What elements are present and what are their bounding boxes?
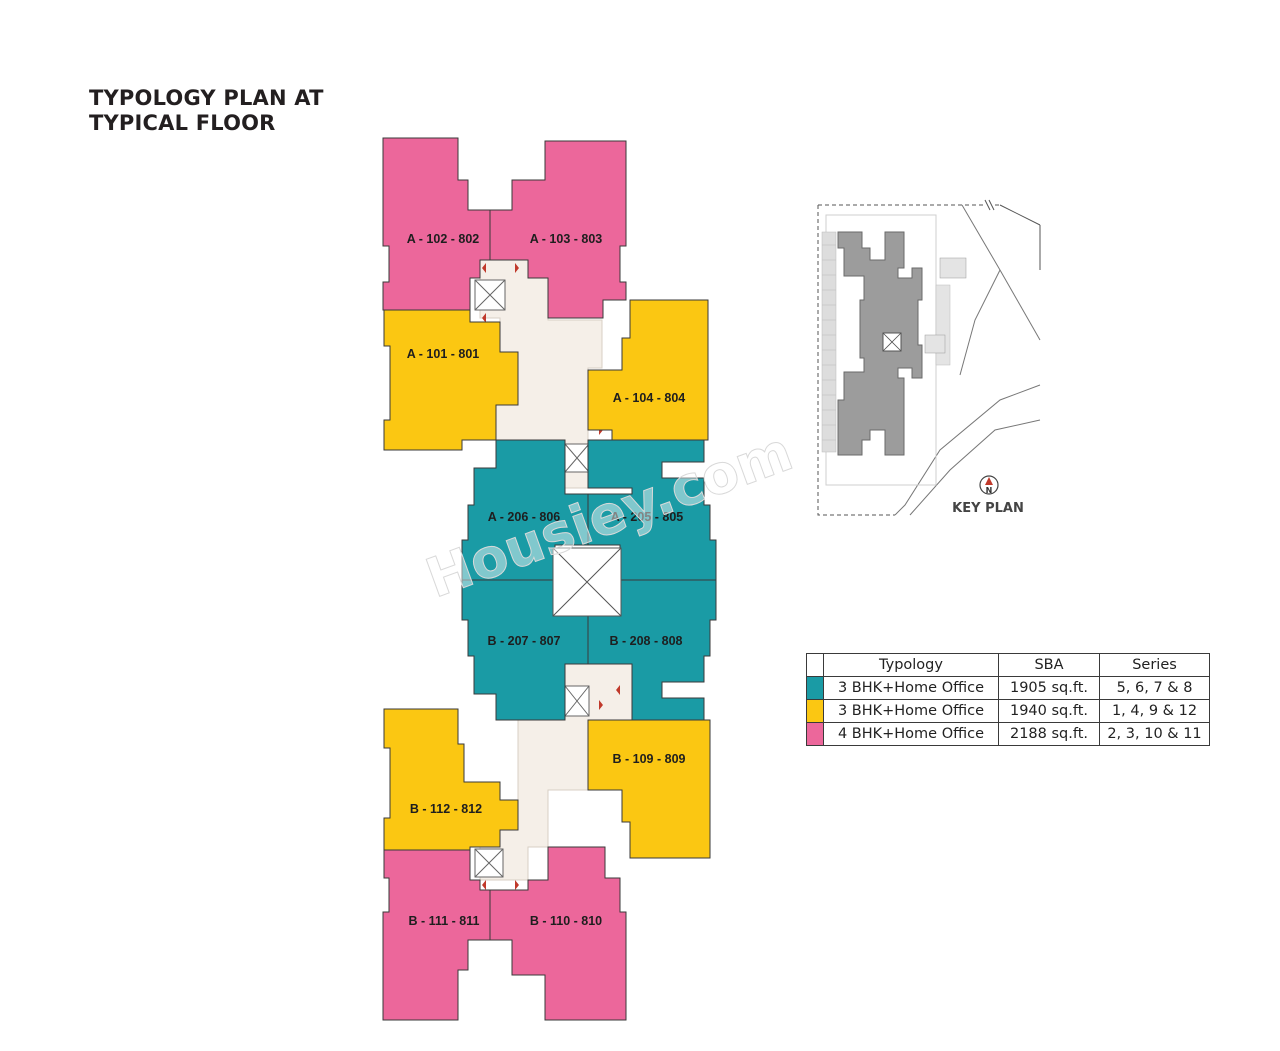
unit-yellow-top-right [587, 299, 709, 441]
legend-typology: 3 BHK+Home Office [823, 699, 999, 723]
unit-teal-a205 [587, 439, 717, 581]
title-line-2: TYPICAL FLOOR [89, 111, 276, 135]
legend-header-series: Series [1099, 653, 1210, 677]
unit-pink-top-left [382, 137, 491, 311]
unit-yellow-bottom-left [383, 708, 519, 851]
unit-label: B - 111 - 811 [409, 914, 480, 928]
lift-core [552, 547, 622, 617]
page-title: TYPOLOGY PLAN AT TYPICAL FLOOR [89, 86, 324, 136]
unit-pink-top-right [489, 140, 627, 319]
unit-label: A - 102 - 802 [407, 232, 480, 246]
legend-sba: 2188 sq.ft. [998, 722, 1100, 746]
legend-series: 5, 6, 7 & 8 [1099, 676, 1210, 700]
legend-swatch-yellow [806, 699, 824, 723]
legend-row: 4 BHK+Home Office 2188 sq.ft. 2, 3, 10 &… [806, 722, 1210, 746]
legend-header-sba: SBA [998, 653, 1100, 677]
key-plan-label: KEY PLAN [952, 501, 1024, 516]
legend-swatch-teal [806, 676, 824, 700]
legend-swatch-pink [806, 722, 824, 746]
north-arrow-icon: N [986, 486, 993, 495]
unit-pink-bottom-right [489, 846, 627, 1021]
legend-row: 3 BHK+Home Office 1940 sq.ft. 1, 4, 9 & … [806, 699, 1210, 723]
unit-label: A - 101 - 801 [407, 347, 480, 361]
unit-label: B - 207 - 807 [488, 634, 561, 648]
unit-label: B - 110 - 810 [530, 914, 602, 928]
unit-label: A - 205 - 805 [611, 510, 684, 524]
unit-label: A - 104 - 804 [613, 391, 686, 405]
legend-series: 2, 3, 10 & 11 [1099, 722, 1210, 746]
legend-series: 1, 4, 9 & 12 [1099, 699, 1210, 723]
unit-pink-bottom-left [382, 849, 491, 1021]
unit-label: A - 103 - 803 [530, 232, 603, 246]
shaft-markers [474, 279, 590, 878]
legend-typology: 4 BHK+Home Office [823, 722, 999, 746]
title-line-1: TYPOLOGY PLAN AT [89, 86, 324, 110]
legend-header-typology: Typology [823, 653, 999, 677]
legend-header-row: Typology SBA Series [806, 653, 1210, 677]
unit-yellow-bottom-right [587, 719, 711, 859]
key-plan: N KEY PLAN [817, 199, 1041, 516]
legend-row: 3 BHK+Home Office 1905 sq.ft. 5, 6, 7 & … [806, 676, 1210, 700]
legend-sba: 1905 sq.ft. [998, 676, 1100, 700]
unit-label: B - 208 - 808 [610, 634, 683, 648]
legend-header-swatch [806, 653, 824, 677]
legend-sba: 1940 sq.ft. [998, 699, 1100, 723]
typology-legend-table: Typology SBA Series 3 BHK+Home Office 19… [806, 653, 1210, 746]
unit-label: B - 109 - 809 [613, 752, 686, 766]
legend-typology: 3 BHK+Home Office [823, 676, 999, 700]
unit-label: B - 112 - 812 [410, 802, 482, 816]
unit-label: A - 206 - 806 [488, 510, 561, 524]
